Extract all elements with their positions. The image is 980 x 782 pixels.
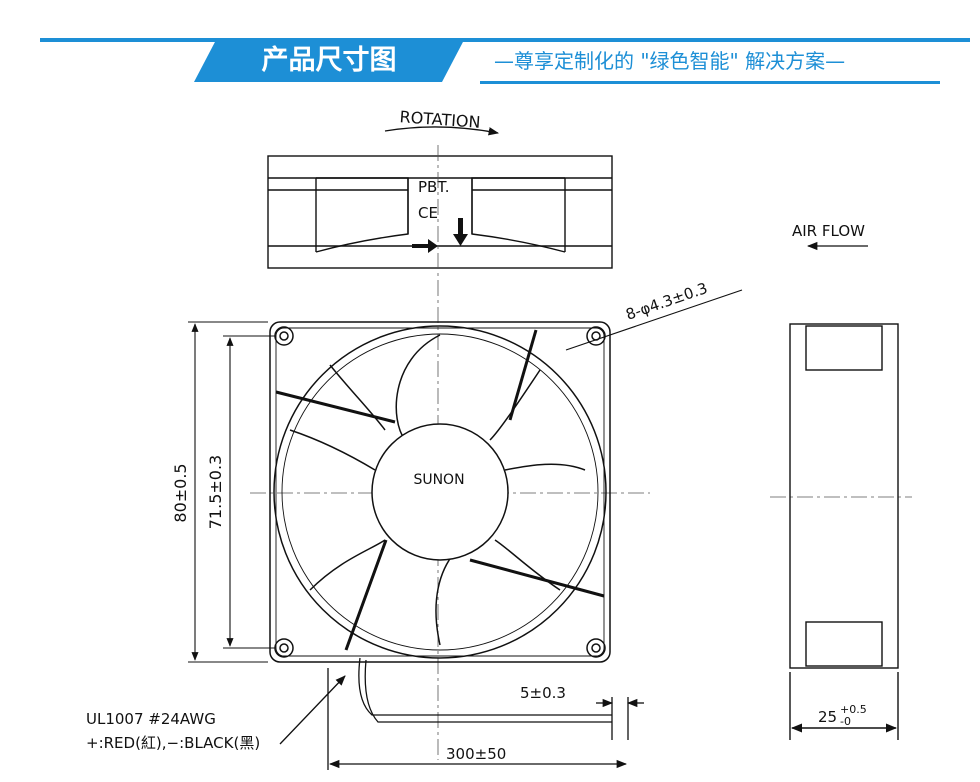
hole-dimension-label: 71.5±0.3 <box>206 455 225 529</box>
hole-spec-label: 8-φ4.3±0.3 <box>623 279 709 324</box>
airflow-label: AIR FLOW <box>792 222 865 240</box>
lead-wires <box>279 657 644 770</box>
wire-length-label: 300±50 <box>446 745 506 763</box>
depth-value: 25 <box>818 708 837 726</box>
airflow-right-arrow-icon <box>412 239 438 253</box>
brand-label: SUNON <box>413 472 464 488</box>
rotation-arrow-icon <box>384 126 500 136</box>
page-title: 产品尺寸图 <box>194 40 464 82</box>
material-label: PBT. <box>418 178 450 196</box>
hole-leader-line <box>565 289 743 351</box>
header-banner: 产品尺寸图 —尊享定制化的 "绿色智能" 解决方案— <box>0 0 980 95</box>
depth-tolerance-minus: -0 <box>840 715 851 728</box>
airflow-down-arrow-icon <box>453 218 468 246</box>
page-subtitle: —尊享定制化的 "绿色智能" 解决方案— <box>494 49 846 73</box>
top-view <box>267 155 613 269</box>
wire-color-label: +:RED(紅),−:BLACK(黑) <box>86 734 260 752</box>
depth-tolerance-plus: +0.5 <box>840 703 867 716</box>
wire-strip-label: 5±0.3 <box>520 684 566 702</box>
ce-mark: CE <box>418 204 438 222</box>
side-view <box>789 323 899 740</box>
outer-dimension-label: 80±0.5 <box>171 463 190 522</box>
vertical-dimensions <box>188 321 275 663</box>
fan-front-view <box>269 321 611 663</box>
header-rule <box>40 38 970 42</box>
wire-spec-label: UL1007 #24AWG <box>86 710 216 728</box>
subtitle-underline <box>480 81 940 84</box>
